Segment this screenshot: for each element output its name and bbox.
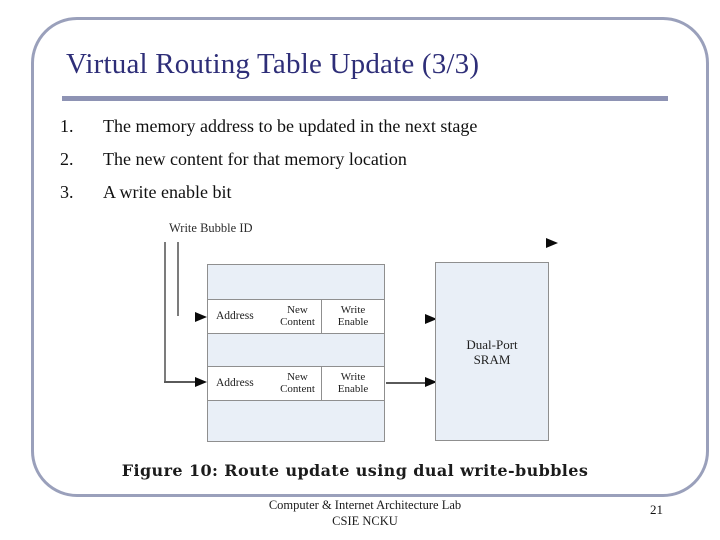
list-item: 2. The new content for that memory locat… — [60, 143, 660, 176]
bubble-id-line-row1 — [177, 242, 179, 316]
arrow-into-sram-port1-icon — [425, 314, 437, 324]
row2-to-sram-line — [386, 382, 426, 384]
write-enable-line2: Enable — [337, 315, 369, 328]
page-title: Virtual Routing Table Update (3/3) — [66, 48, 480, 80]
bubble-id-line-row2-horizontal — [164, 381, 196, 383]
address-cell: Address — [216, 376, 254, 389]
write-enable-line1: Write — [340, 371, 366, 383]
bubble-row-1: Address New Content Write Enable — [207, 299, 385, 334]
bullet-list: 1. The memory address to be updated in t… — [60, 110, 660, 209]
item-text: A write enable bit — [103, 182, 232, 202]
new-content-line2: Content — [280, 315, 315, 328]
figure-caption: Figure 10: Route update using dual write… — [121, 461, 589, 480]
list-item: 3. A write enable bit — [60, 176, 660, 209]
write-bubble-buffer-box — [207, 264, 385, 442]
write-enable-line2: Enable — [337, 382, 369, 395]
arrow-into-sram-port2-icon — [425, 377, 437, 387]
arrow-into-row2-icon — [195, 377, 207, 387]
write-enable-cell: Write Enable — [321, 367, 384, 400]
new-content-cell: New Content — [274, 371, 321, 395]
list-item: 1. The memory address to be updated in t… — [60, 110, 660, 143]
write-enable-line1: Write — [340, 304, 366, 316]
item-number: 2. — [60, 149, 74, 169]
new-content-line1: New — [287, 371, 308, 383]
address-cell: Address — [216, 309, 254, 322]
arrow-into-row1-icon — [195, 312, 207, 322]
new-content-cell: New Content — [274, 304, 321, 328]
slide-frame — [31, 17, 709, 497]
new-content-line1: New — [287, 304, 308, 316]
bubble-id-line-row2-vertical — [164, 242, 166, 382]
new-content-line2: Content — [280, 382, 315, 395]
footer-dept-name: CSIE NCKU — [332, 514, 398, 528]
bubble-row-2: Address New Content Write Enable — [207, 366, 385, 401]
footer: Computer & Internet Architecture Lab CSI… — [140, 497, 590, 529]
item-number: 3. — [60, 182, 74, 202]
item-text: The memory address to be updated in the … — [103, 116, 478, 136]
arrow-next-stage-icon — [546, 238, 558, 248]
item-text: The new content for that memory location — [103, 149, 407, 169]
sram-label-line1: Dual-Port — [466, 336, 518, 352]
footer-lab-name: Computer & Internet Architecture Lab — [268, 498, 462, 512]
sram-label-line2: SRAM — [473, 351, 511, 367]
title-underline — [62, 96, 668, 101]
dual-port-sram-box: Dual-Port SRAM — [435, 262, 549, 441]
write-bubble-id-label: Write Bubble ID — [169, 221, 253, 235]
page-number: 21 — [650, 502, 663, 517]
item-number: 1. — [60, 116, 74, 136]
write-enable-cell: Write Enable — [321, 300, 384, 333]
